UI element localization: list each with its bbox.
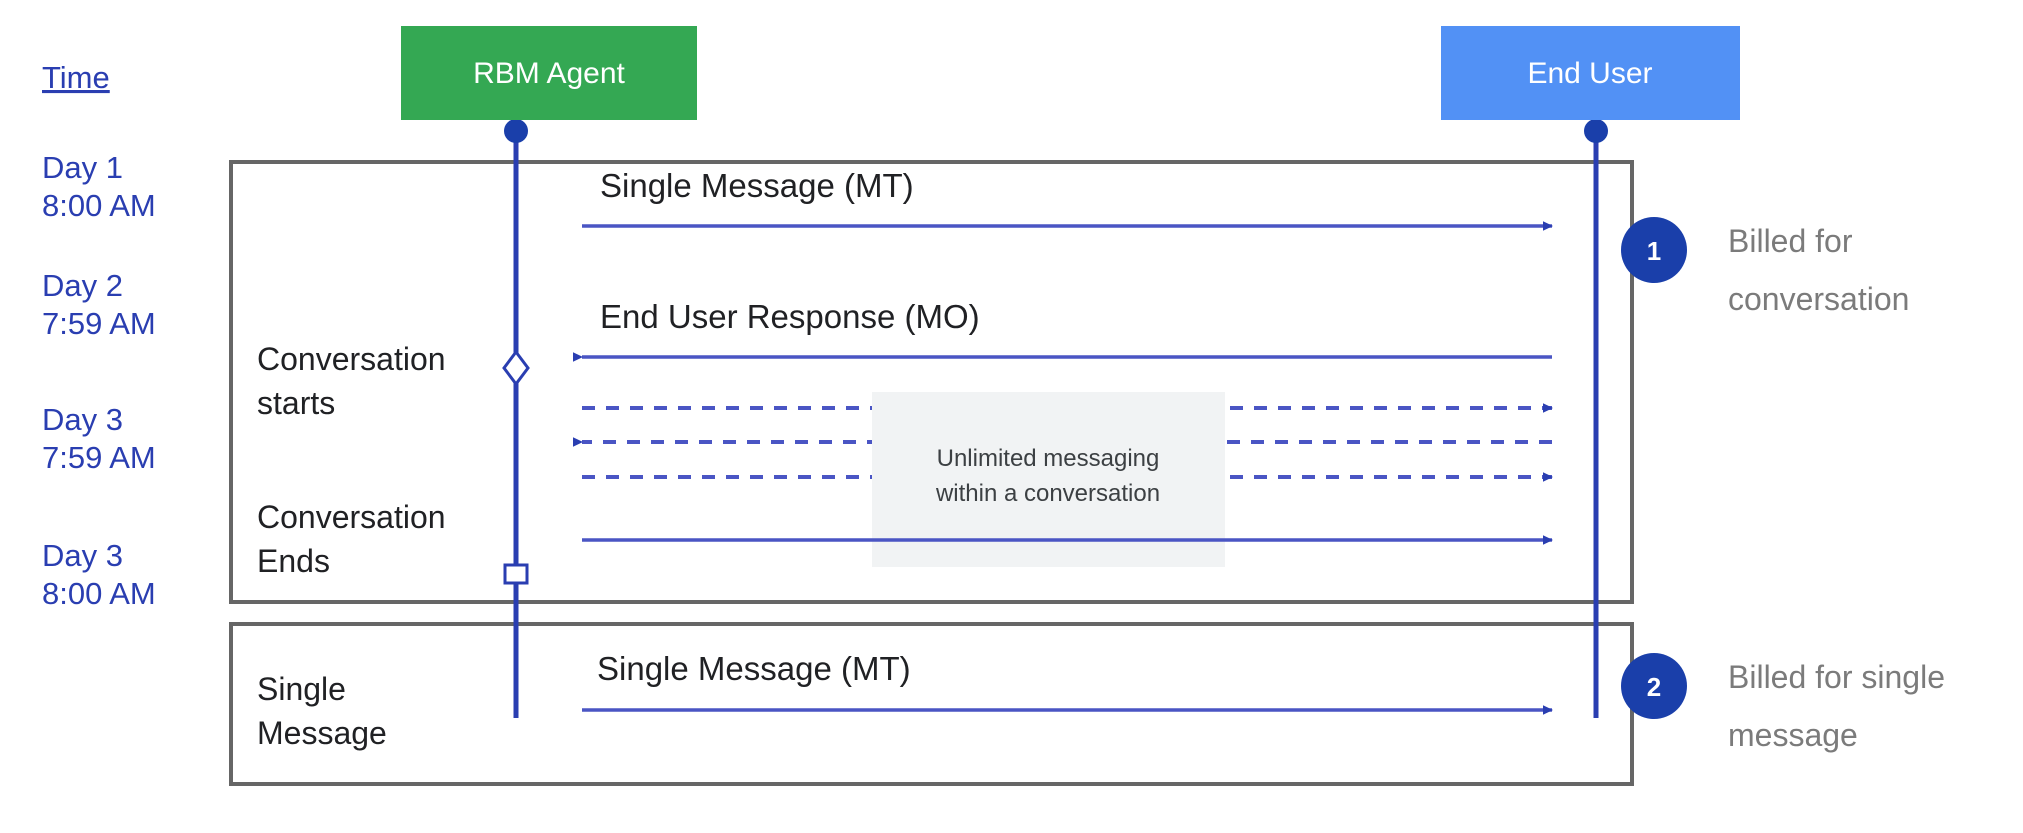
message-7-label: Single Message (MT) <box>597 650 911 687</box>
message-7: Single Message (MT) <box>582 650 1553 715</box>
note-line2: within a conversation <box>935 480 1160 507</box>
single-message-frame <box>229 622 1634 786</box>
square-marker-icon <box>503 563 529 585</box>
unlimited-messaging-note: Unlimited messaging within a conversatio… <box>872 392 1225 567</box>
time-tick-4: Day 3 8:00 AM <box>42 538 156 611</box>
phase-conversation-starts-line1: Conversation <box>257 341 446 377</box>
time-tick-2-day: Day 2 <box>42 268 123 303</box>
time-tick-1-day: Day 1 <box>42 150 123 185</box>
status-badge-2-number: 2 <box>1647 672 1661 702</box>
message-2: End User Response (MO) <box>573 298 1552 362</box>
conversation-frame <box>229 160 1634 604</box>
billing-annotation-1-line1: Billed for <box>1728 223 1853 259</box>
phase-conversation-starts: Conversation starts <box>257 341 530 421</box>
time-tick-1-time: 8:00 AM <box>42 188 156 223</box>
agent-lifeline <box>504 119 528 718</box>
participant-agent-label: RBM Agent <box>473 57 625 90</box>
participant-user-label: End User <box>1527 57 1652 90</box>
time-tick-2: Day 2 7:59 AM <box>42 268 156 341</box>
billing-annotation-1: 1 Billed for conversation <box>1621 217 1909 317</box>
diamond-marker-icon <box>502 349 530 387</box>
phase-conversation-ends: Conversation Ends <box>257 499 529 585</box>
time-tick-4-time: 8:00 AM <box>42 576 156 611</box>
time-axis: Time Day 1 8:00 AM Day 2 7:59 AM Day 3 7… <box>42 60 156 611</box>
status-badge-1-number: 1 <box>1647 236 1661 266</box>
phase-conversation-starts-line2: starts <box>257 385 335 421</box>
message-1-label: Single Message (MT) <box>600 167 914 204</box>
status-badge-2 <box>1621 653 1687 719</box>
billing-annotation-2: 2 Billed for single message <box>1621 653 1945 753</box>
time-tick-3-day: Day 3 <box>42 402 123 437</box>
participant-user[interactable]: End User <box>1441 26 1740 120</box>
message-2-label: End User Response (MO) <box>600 298 980 335</box>
user-lifeline-head <box>1584 119 1608 143</box>
participant-agent[interactable]: RBM Agent <box>401 26 697 120</box>
note-box <box>872 392 1225 567</box>
phase-conversation-ends-line1: Conversation <box>257 499 446 535</box>
time-tick-3-time: 7:59 AM <box>42 440 156 475</box>
billing-annotation-2-line2: message <box>1728 717 1858 753</box>
user-lifeline <box>1584 119 1608 718</box>
time-tick-1: Day 1 8:00 AM <box>42 150 156 223</box>
participant-agent-box[interactable] <box>401 26 697 120</box>
participant-user-box[interactable] <box>1441 26 1740 120</box>
status-badge-1 <box>1621 217 1687 283</box>
time-axis-header: Time <box>42 60 110 95</box>
phase-single-message-line1: Single <box>257 671 346 707</box>
phase-single-message: Single Message <box>257 671 387 751</box>
time-tick-4-day: Day 3 <box>42 538 123 573</box>
time-tick-2-time: 7:59 AM <box>42 306 156 341</box>
billing-annotation-1-line2: conversation <box>1728 281 1909 317</box>
message-1: Single Message (MT) <box>582 167 1553 231</box>
phase-single-message-line2: Message <box>257 715 387 751</box>
agent-lifeline-head <box>504 119 528 143</box>
billing-annotation-2-line1: Billed for single <box>1728 659 1945 695</box>
phase-conversation-ends-line2: Ends <box>257 543 330 579</box>
note-line1: Unlimited messaging <box>937 445 1160 472</box>
time-tick-3: Day 3 7:59 AM <box>42 402 156 475</box>
